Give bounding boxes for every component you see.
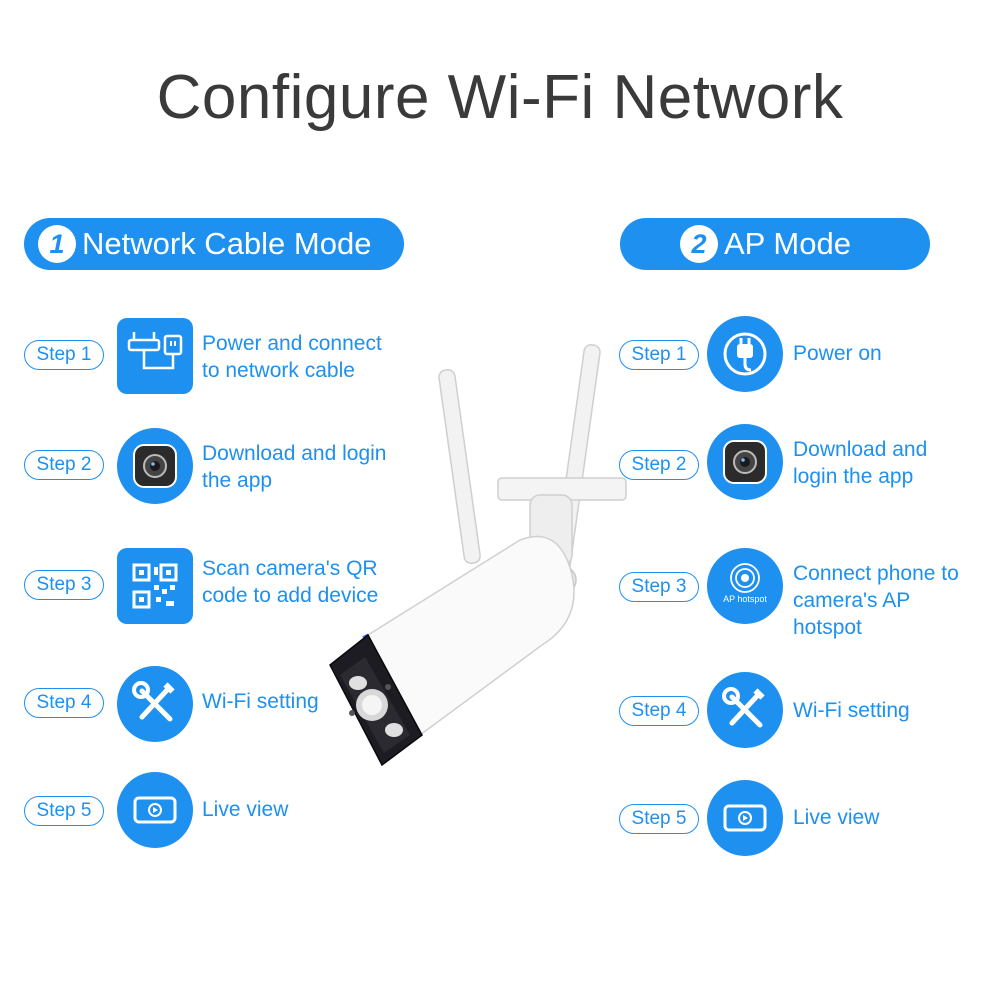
step-badge: Step 1 [24,340,104,370]
live-view-icon [707,780,783,856]
router-icon [117,318,193,394]
wrench-screwdriver-icon [707,672,783,748]
step-badge: Step 4 [619,696,699,726]
ap-hotspot-label: AP hotspot [723,594,767,604]
ap-mode-header: 2 AP Mode [620,218,930,270]
step-badge: Step 2 [619,450,699,480]
live-view-icon [117,772,193,848]
mode-number: 1 [38,225,76,263]
step-badge: Step 5 [619,804,699,834]
step-badge: Step 3 [24,570,104,600]
step-text: Power on [793,342,882,365]
mode-label: AP Mode [724,226,851,261]
step-badge: Step 4 [24,688,104,718]
step-text: Live view [793,806,880,829]
step-text: Power and connect to network cable [202,332,382,382]
step-badge: Step 5 [24,796,104,826]
step-text: Wi-Fi setting [793,699,910,722]
camera-illustration [329,344,627,767]
mode-label: Network Cable Mode [82,226,372,261]
camera-app-icon [117,428,193,504]
step-text: Connect phone to camera's AP hotspot [793,562,959,639]
step-badge: Step 3 [619,572,699,602]
step-text: Wi-Fi setting [202,690,319,713]
network-cable-mode-header: 1 Network Cable Mode [24,218,404,270]
page-title: Configure Wi-Fi Network [156,63,844,132]
step-text: Download and login the app [202,442,387,492]
step-text: Live view [202,798,289,821]
power-plug-icon [707,316,783,392]
step-text: Download and login the app [793,438,928,488]
step-badge: Step 1 [619,340,699,370]
wrench-screwdriver-icon [117,666,193,742]
camera-app-icon [707,424,783,500]
step-text: Scan camera's QR code to add device [202,557,379,607]
qr-code-icon [117,548,193,624]
step-badge: Step 2 [24,450,104,480]
ap-hotspot-icon: AP hotspot [707,548,783,624]
mode-number: 2 [680,225,718,263]
